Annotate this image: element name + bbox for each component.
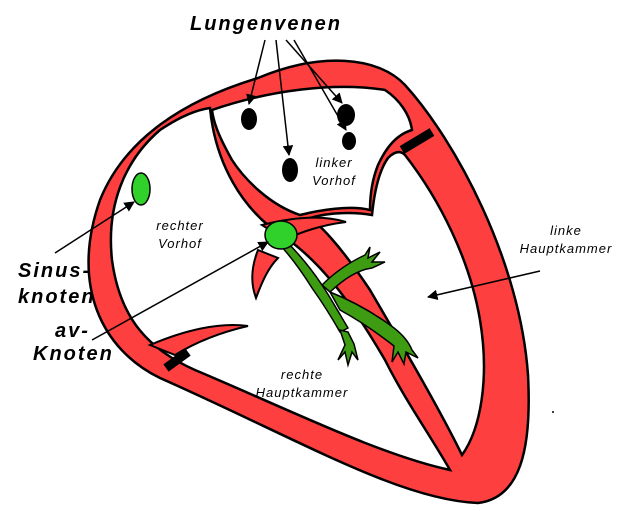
label-left-atrium-2: Vorhof: [312, 173, 356, 188]
label-av-node-2: Knoten: [33, 343, 114, 365]
label-left-ventricle-1: linke: [550, 223, 582, 238]
label-left-atrium-1: linker: [315, 155, 352, 170]
label-av-node-1: av-: [55, 320, 90, 342]
stray-dot: [552, 411, 554, 413]
label-right-ventricle-2: Hauptkammer: [256, 385, 349, 400]
label-right-atrium-2: Vorhof: [158, 236, 202, 251]
pulmonary-vein-opening-3: [337, 104, 355, 126]
label-left-ventricle-2: Hauptkammer: [520, 241, 613, 256]
pulmonary-vein-opening-4: [342, 132, 356, 150]
label-sinus-node-1: Sinus-: [18, 260, 91, 282]
label-sinus-node-2: knoten: [18, 286, 96, 308]
pulmonary-vein-opening-1: [241, 108, 257, 130]
sinus-node: [132, 173, 150, 205]
label-pulmonary-veins: Lungenvenen: [190, 13, 342, 35]
pulmonary-vein-opening-2: [282, 158, 298, 182]
label-right-atrium-1: rechter: [156, 218, 203, 233]
av-node: [265, 221, 297, 249]
label-right-ventricle-1: rechte: [281, 367, 323, 382]
